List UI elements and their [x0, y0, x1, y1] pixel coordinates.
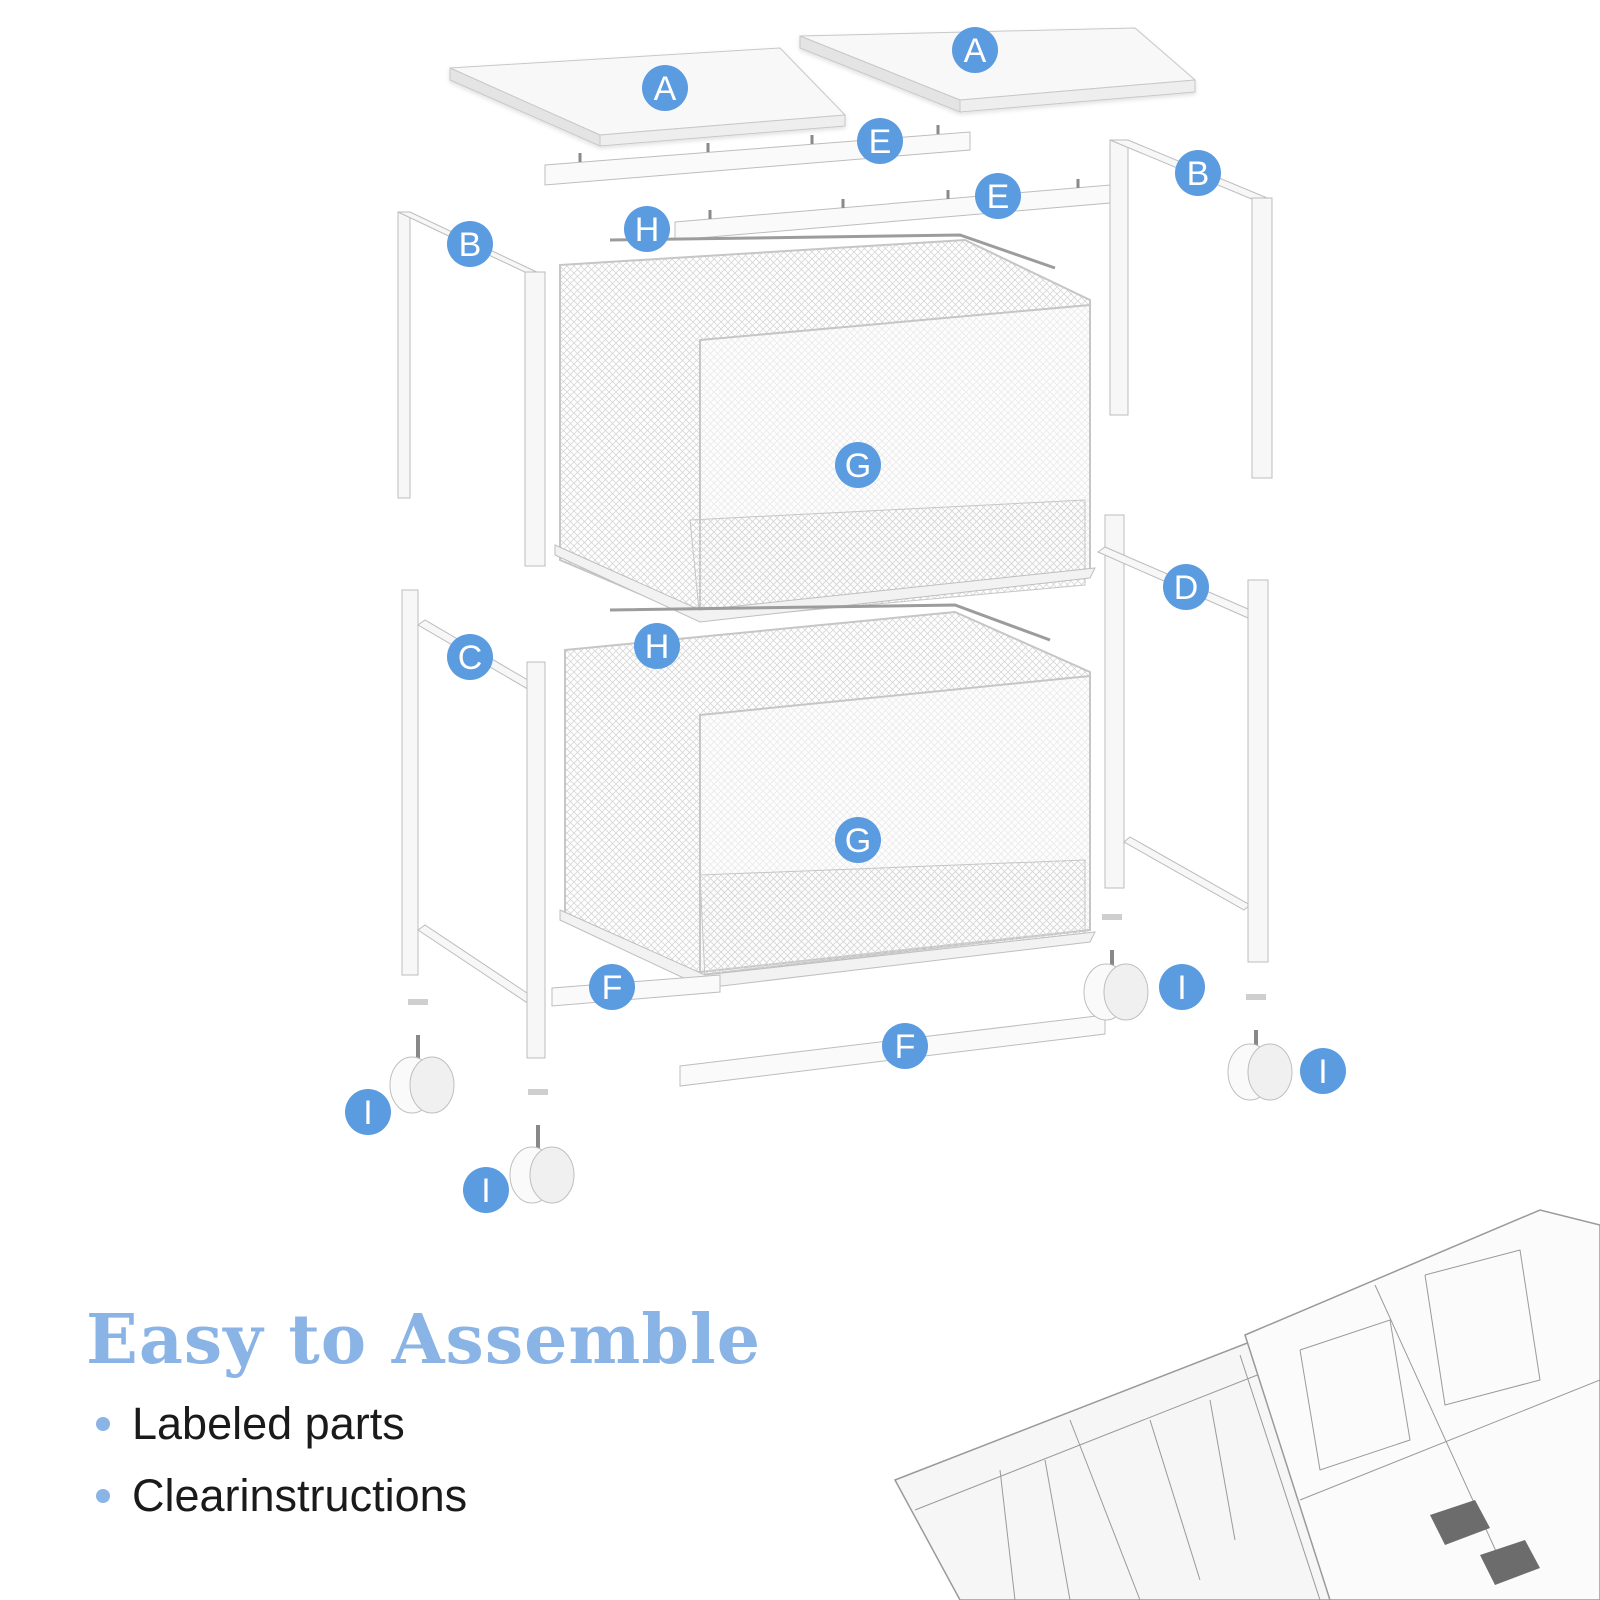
feature-list: Labeled parts Clearinstructions — [96, 1395, 467, 1539]
feature-item: Clearinstructions — [96, 1467, 467, 1539]
headline: Easy to Assemble — [86, 1300, 761, 1380]
svg-text:I: I — [363, 1094, 372, 1132]
svg-text:B: B — [459, 226, 482, 264]
basket-g-bottom — [559, 603, 1096, 989]
part-label-b-left: B — [447, 221, 493, 267]
feature-label: Clearinstructions — [132, 1470, 468, 1521]
svg-text:C: C — [458, 639, 483, 677]
part-label-h-top: H — [624, 206, 670, 252]
booklet-right-page — [1244, 1209, 1600, 1600]
part-label-b-right: B — [1175, 150, 1221, 196]
caster-wheel-1 — [389, 999, 455, 1114]
part-label-f-left: F — [589, 964, 635, 1010]
bullet-dot-icon — [96, 1417, 110, 1431]
part-label-i-4: I — [463, 1167, 509, 1213]
part-label-e-lower: E — [975, 173, 1021, 219]
caster-wheel-2 — [509, 1089, 575, 1204]
basket-g-top — [554, 233, 1096, 623]
svg-text:H: H — [645, 628, 670, 666]
part-label-i-1: I — [1159, 964, 1205, 1010]
part-label-i-2: I — [1300, 1048, 1346, 1094]
part-label-g-top: G — [835, 442, 881, 488]
feature-label: Labeled parts — [132, 1398, 405, 1449]
part-label-g-bottom: G — [835, 817, 881, 863]
booklet-left-page — [893, 1339, 1331, 1600]
side-frame-d — [1096, 514, 1269, 963]
caster-wheel-4 — [1227, 994, 1293, 1101]
caster-wheel-3 — [1083, 914, 1149, 1021]
part-label-f-front: F — [882, 1023, 928, 1069]
feature-item: Labeled parts — [96, 1395, 467, 1467]
svg-text:E: E — [987, 178, 1010, 216]
part-label-a-left: A — [642, 65, 688, 111]
hanger-rail-h-bottom — [609, 603, 1051, 642]
svg-text:I: I — [1177, 969, 1186, 1007]
svg-text:A: A — [654, 70, 677, 108]
svg-text:B: B — [1187, 155, 1210, 193]
svg-text:E: E — [869, 123, 892, 161]
part-label-c: C — [447, 634, 493, 680]
part-label-e-upper: E — [857, 118, 903, 164]
svg-text:F: F — [895, 1028, 916, 1066]
part-label-a-right: A — [952, 27, 998, 73]
svg-text:I: I — [481, 1172, 490, 1210]
svg-text:G: G — [845, 822, 871, 860]
svg-text:H: H — [635, 211, 660, 249]
svg-text:F: F — [602, 969, 623, 1007]
part-label-d: D — [1163, 564, 1209, 610]
svg-text:A: A — [964, 32, 987, 70]
part-label-h-bottom: H — [634, 623, 680, 669]
top-panel-right — [799, 27, 1197, 113]
hanger-rail-h-top — [609, 233, 1056, 270]
svg-text:G: G — [845, 447, 871, 485]
part-label-i-3: I — [345, 1089, 391, 1135]
svg-text:D: D — [1174, 569, 1199, 607]
bullet-dot-icon — [96, 1489, 110, 1503]
svg-text:I: I — [1318, 1053, 1327, 1091]
